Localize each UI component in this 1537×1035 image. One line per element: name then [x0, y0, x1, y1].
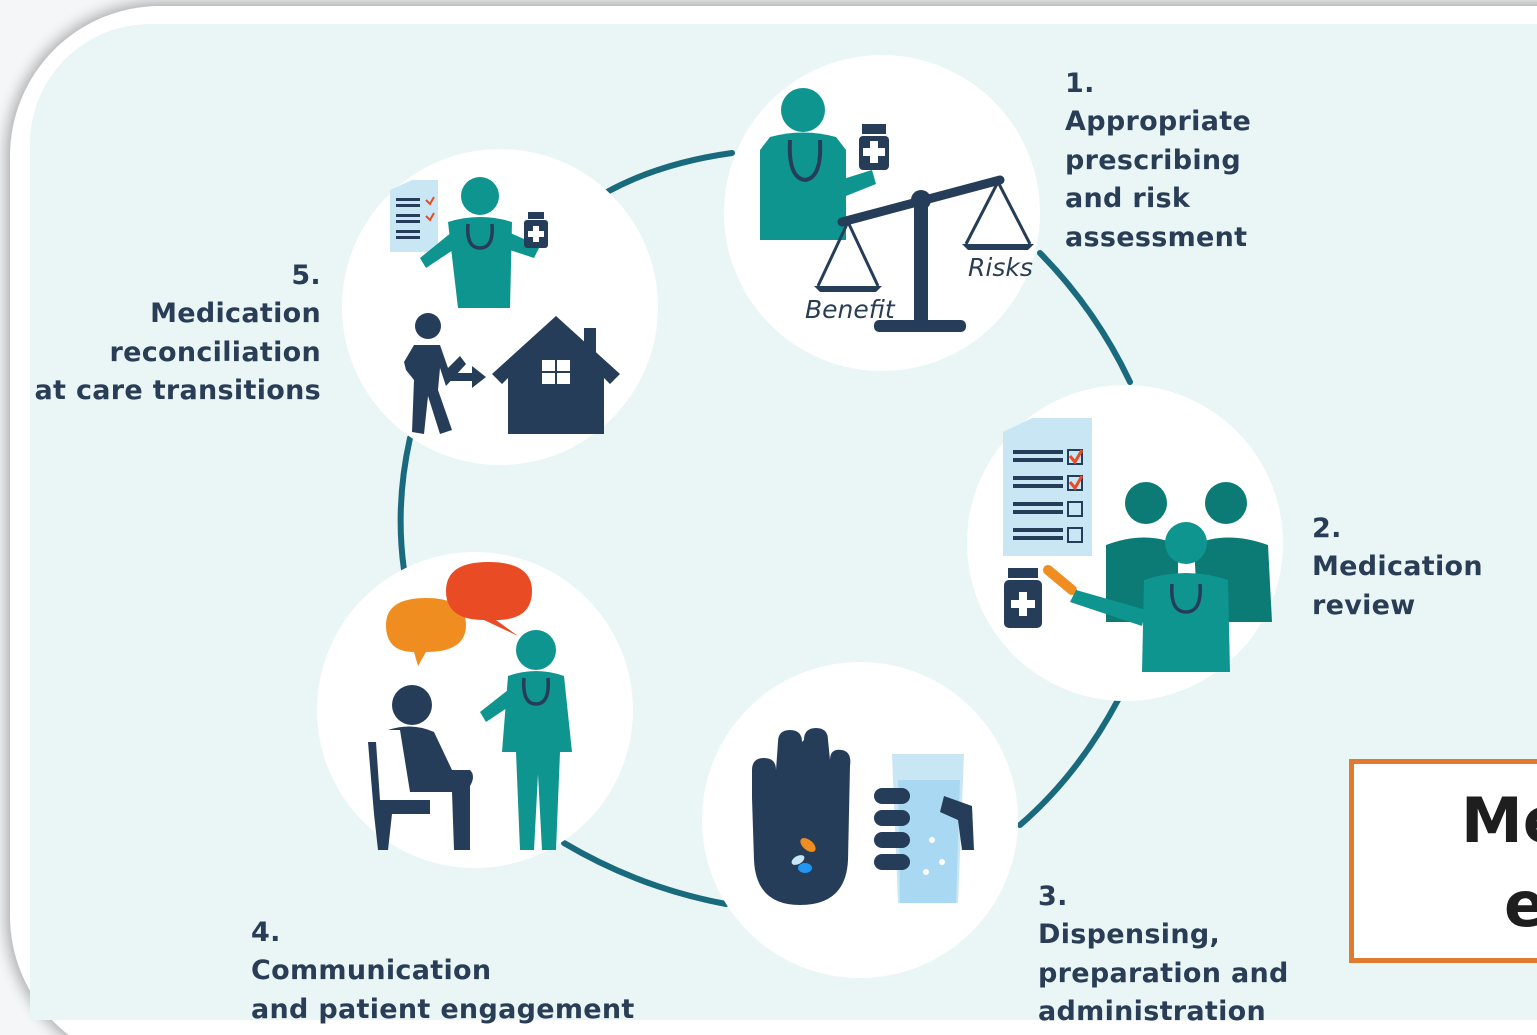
- step-1-text: Appropriate prescribing and risk assessm…: [1065, 106, 1252, 253]
- hand-pills-water-icon: [752, 728, 974, 905]
- step-4-label: 4. Communication and patient engagement: [251, 875, 635, 1029]
- step-1-label: 1. Appropriate prescribing and risk asses…: [1065, 26, 1251, 258]
- benefit-label: Benefit: [805, 295, 896, 324]
- care-transition-icon: [390, 177, 620, 434]
- step-1-number: 1.: [1065, 67, 1095, 99]
- step-2-text: Medication review: [1312, 551, 1483, 621]
- step-3-number: 3.: [1038, 880, 1068, 912]
- step-4-text: Communication and patient engagement: [251, 955, 635, 1025]
- step-5-label: 5. Medication reconciliation at care tran…: [35, 218, 321, 411]
- patient-doctor-conversation-icon: [368, 562, 572, 850]
- doctor-scale-icon: [760, 88, 1034, 332]
- step-4-number: 4.: [251, 916, 281, 948]
- callout-line-1: Me: [1461, 784, 1537, 857]
- medication-review-icon: [1003, 418, 1272, 672]
- step-5-number: 5.: [291, 259, 321, 291]
- step-5-text: Medication reconciliation at care transi…: [34, 298, 321, 407]
- cycle-ring: [397, 150, 1133, 907]
- risks-label: Risks: [968, 253, 1033, 282]
- title-callout-box: Me e: [1349, 759, 1537, 963]
- step-3-label: 3. Dispensing, preparation and administra…: [1038, 839, 1289, 1032]
- step-2-label: 2. Medication review: [1312, 471, 1483, 625]
- callout-line-2: e: [1504, 874, 1537, 936]
- step-3-text: Dispensing, preparation and administrati…: [1038, 919, 1289, 1028]
- step-2-number: 2.: [1312, 512, 1342, 544]
